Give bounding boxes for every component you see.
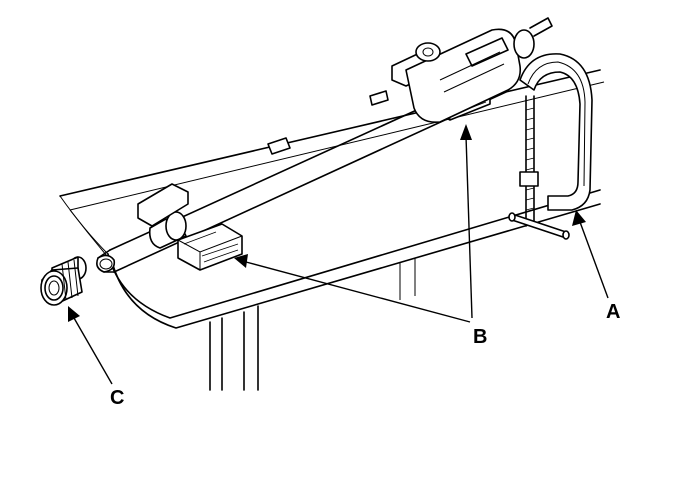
seal-part — [40, 256, 87, 306]
leader-a — [572, 210, 609, 299]
callout-c: C — [110, 387, 124, 409]
housing — [405, 28, 535, 124]
leader-c — [68, 306, 113, 385]
callout-b: B — [473, 326, 487, 348]
leader-b-lower — [234, 254, 471, 323]
c-clamp — [508, 53, 593, 240]
workbench — [59, 69, 605, 391]
callout-a: A — [606, 301, 620, 323]
shaft-collar — [148, 211, 187, 249]
leader-b-upper — [460, 124, 473, 319]
wood-block-left — [137, 183, 243, 271]
